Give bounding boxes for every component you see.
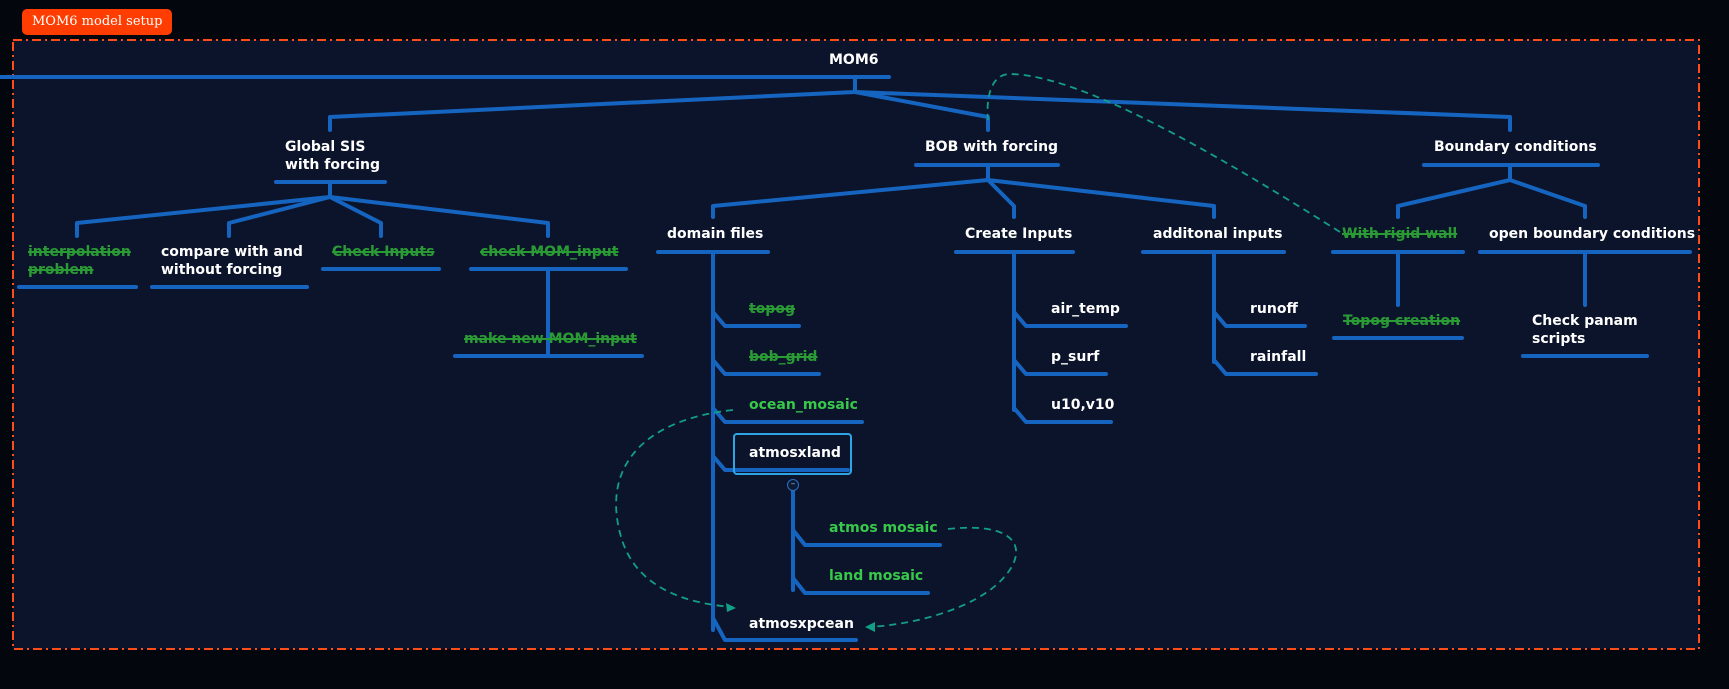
collapse-toggle-icon[interactable]: – — [787, 479, 799, 491]
node-topog-creation[interactable]: Topog creation — [1343, 313, 1461, 329]
node-check-mom-input[interactable]: check MOM_input — [480, 244, 619, 260]
node-global-sis[interactable]: Global SIS with forcing — [285, 139, 380, 173]
relationship-arrowheads — [726, 603, 875, 632]
node-runoff[interactable]: runoff — [1250, 301, 1298, 317]
node-p-surf[interactable]: p_surf — [1051, 349, 1100, 365]
node-atmosxland[interactable]: atmosxland — [749, 445, 841, 461]
node-compare-forcing[interactable]: compare with and without forcing — [161, 244, 303, 278]
node-make-new-mom-input[interactable]: make new MOM_input — [464, 331, 637, 347]
node-atmosxocean[interactable]: atmosxpcean — [749, 616, 854, 632]
node-topog[interactable]: topog — [749, 301, 795, 317]
node-additional-inputs[interactable]: additonal inputs — [1153, 226, 1283, 242]
node-open-boundary[interactable]: open boundary conditions — [1489, 226, 1696, 242]
node-mom6[interactable]: MOM6 — [829, 52, 879, 68]
branch-lines — [0, 75, 1692, 642]
node-bob-grid[interactable]: bob_grid — [749, 349, 818, 365]
node-atmos-mosaic[interactable]: atmos mosaic — [829, 520, 938, 536]
frame-title[interactable]: MOM6 model setup — [22, 9, 173, 35]
node-air-temp[interactable]: air_temp — [1051, 301, 1120, 317]
node-interpolation-problem[interactable]: interpolation problem — [28, 244, 131, 278]
node-check-panam[interactable]: Check panam scripts — [1532, 313, 1638, 347]
node-u10-v10[interactable]: u10,v10 — [1051, 397, 1115, 413]
node-domain-files[interactable]: domain files — [667, 226, 764, 242]
relationship-lines[interactable] — [615, 73, 1341, 628]
node-check-inputs[interactable]: Check Inputs — [332, 244, 435, 260]
node-boundary-conditions[interactable]: Boundary conditions — [1434, 139, 1597, 155]
node-rigid-wall[interactable]: With rigid wall — [1342, 226, 1458, 242]
selected-node-outline[interactable] — [733, 433, 852, 475]
frame-border[interactable] — [12, 39, 1700, 650]
node-rainfall[interactable]: rainfall — [1250, 349, 1307, 365]
node-ocean-mosaic[interactable]: ocean_mosaic — [749, 397, 858, 413]
node-bob-forcing[interactable]: BOB with forcing — [925, 139, 1059, 155]
node-land-mosaic[interactable]: land mosaic — [829, 568, 924, 584]
node-create-inputs[interactable]: Create Inputs — [965, 226, 1073, 242]
